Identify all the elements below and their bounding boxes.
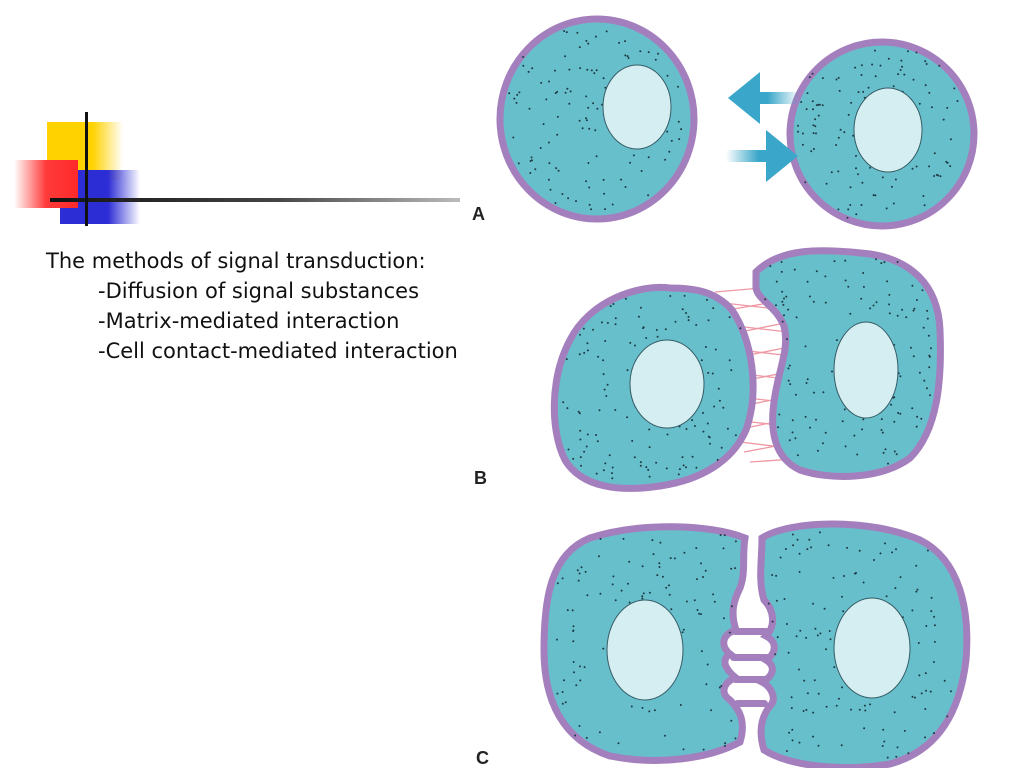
signal-transduction-text: The methods of signal transduction: -Dif… bbox=[46, 246, 458, 366]
nucleus-a-left bbox=[602, 64, 672, 150]
nucleus-a-right bbox=[853, 87, 923, 173]
nucleus-b-left bbox=[629, 339, 705, 429]
signal-arrow-right bbox=[726, 130, 798, 182]
panel-c: C bbox=[476, 520, 971, 768]
list-item-matrix: -Matrix-mediated interaction bbox=[98, 309, 400, 333]
nucleus-c-left bbox=[606, 599, 684, 701]
nucleus-c-right bbox=[833, 597, 911, 699]
logo-vertical-line bbox=[85, 112, 88, 226]
list-item-diffusion: -Diffusion of signal substances bbox=[98, 279, 420, 303]
cell-interaction-figure: A B bbox=[472, 15, 978, 768]
logo-horizontal-line bbox=[50, 198, 460, 202]
cytoplasm-granules bbox=[562, 294, 742, 480]
panel-b: B bbox=[474, 247, 944, 492]
panel-a: A bbox=[472, 15, 978, 230]
panel-label-b: B bbox=[474, 468, 487, 488]
nucleus-b-right bbox=[833, 321, 899, 419]
slide-decoration-logo bbox=[14, 112, 460, 226]
panel-label-c: C bbox=[476, 748, 489, 768]
list-item-contact: -Cell contact-mediated interaction bbox=[98, 339, 458, 363]
cell-junctions bbox=[730, 628, 770, 707]
panel-label-a: A bbox=[472, 204, 485, 224]
cytoplasm-granules bbox=[767, 531, 952, 759]
signal-arrow-left bbox=[728, 72, 800, 124]
cytoplasm-granules bbox=[764, 258, 932, 465]
slide-heading: The methods of signal transduction: bbox=[46, 249, 426, 273]
